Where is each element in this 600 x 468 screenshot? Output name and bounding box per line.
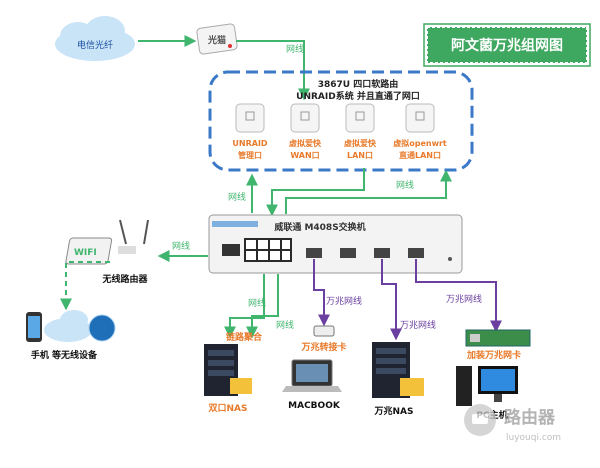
- macbook-label: MACBOOK: [288, 401, 341, 411]
- link-switch-openwrt: [285, 169, 452, 214]
- pc: PC主机: [456, 366, 518, 421]
- wireless-router-label: 无线路由器: [101, 273, 148, 285]
- nic-label: 加装万兆网卡: [466, 349, 521, 361]
- mobile-label: 手机 等无线设备: [31, 349, 98, 361]
- tenG-adapter: 万兆转接卡: [300, 325, 347, 353]
- link-label-10g-pc: 万兆网线: [446, 293, 482, 305]
- modem: 光猫: [196, 23, 238, 55]
- router-port-2: 虚拟爱快 WAN口: [289, 103, 322, 160]
- macbook: MACBOOK: [282, 359, 342, 411]
- link-modem-router: [236, 40, 310, 101]
- link-10g-adapter: [313, 259, 330, 327]
- tenG-nas-label: 万兆NAS: [374, 405, 414, 417]
- link-label-modem-router: 网线: [286, 43, 304, 55]
- link-nas-b: [246, 274, 279, 339]
- switch-label: 威联通 M408S交换机: [274, 221, 365, 233]
- link-label-10g-nas: 万兆网线: [400, 319, 436, 331]
- wireless-router: 无线路由器: [65, 219, 149, 285]
- dual-nas-label: 双口NAS: [209, 403, 248, 414]
- watermark-text: 路由器: [504, 407, 556, 428]
- port-4-line2: 直通LAN口: [399, 150, 441, 160]
- fiber-label: 电信光纤: [77, 39, 113, 51]
- fiber-cloud: 电信光纤: [55, 16, 135, 61]
- tenG-nic: 加装万兆网卡: [465, 329, 531, 361]
- port-4-line1: 虚拟openwrt: [393, 138, 447, 148]
- router-port-4: 虚拟openwrt 直通LAN口: [393, 103, 447, 160]
- port-2-line1: 虚拟爱快: [289, 138, 322, 148]
- link-label-switch-wireless: 网线: [172, 240, 190, 252]
- port-1-line2: 管理口: [238, 150, 262, 160]
- link-10g-nas: [381, 259, 402, 341]
- soft-router-box: [208, 70, 474, 172]
- link-aggregation-label: 链路聚合: [226, 331, 263, 343]
- link-label-10g-adapter: 万兆网线: [326, 295, 362, 307]
- watermark-url: luyouqi.com: [506, 433, 561, 443]
- title-box: 阿文菌万兆组网图: [423, 23, 591, 67]
- port-3-line1: 虚拟爱快: [344, 138, 377, 148]
- link-label-nas-b: 网线: [276, 319, 294, 331]
- wifi-label: WIFI: [74, 248, 97, 258]
- port-3-line2: LAN口: [347, 151, 373, 160]
- port-2-line2: WAN口: [290, 151, 319, 160]
- router-port-3: 虚拟爱快 LAN口: [344, 103, 377, 160]
- watermark: 路由器 luyouqi.com: [464, 404, 561, 443]
- router-port-1: UNRAID 管理口: [232, 103, 268, 160]
- link-10g-pc: [415, 259, 502, 333]
- mobile-devices: 手机 等无线设备: [26, 310, 116, 361]
- modem-label: 光猫: [207, 34, 226, 46]
- port-1-line1: UNRAID: [232, 139, 268, 148]
- dual-nas: 双口NAS: [204, 344, 252, 414]
- switch-m408s: 威联通 M408S交换机: [208, 214, 463, 274]
- router-heading-1: 3867U 四口软路由: [318, 78, 399, 90]
- link-lan-switch: [266, 168, 365, 217]
- link-wifi: [60, 261, 110, 311]
- link-label-router-right: 网线: [396, 179, 414, 191]
- adapter-label: 万兆转接卡: [300, 341, 346, 353]
- link-label-router-left: 网线: [228, 191, 246, 203]
- link-label-nas-a: 网线: [248, 297, 266, 309]
- link-nas-a: [224, 274, 265, 339]
- router-heading-2: UNRAID系统 并且直通了网口: [296, 90, 420, 102]
- tenG-nas: 万兆NAS: [372, 342, 424, 417]
- diagram-title: 阿文菌万兆组网图: [451, 37, 563, 54]
